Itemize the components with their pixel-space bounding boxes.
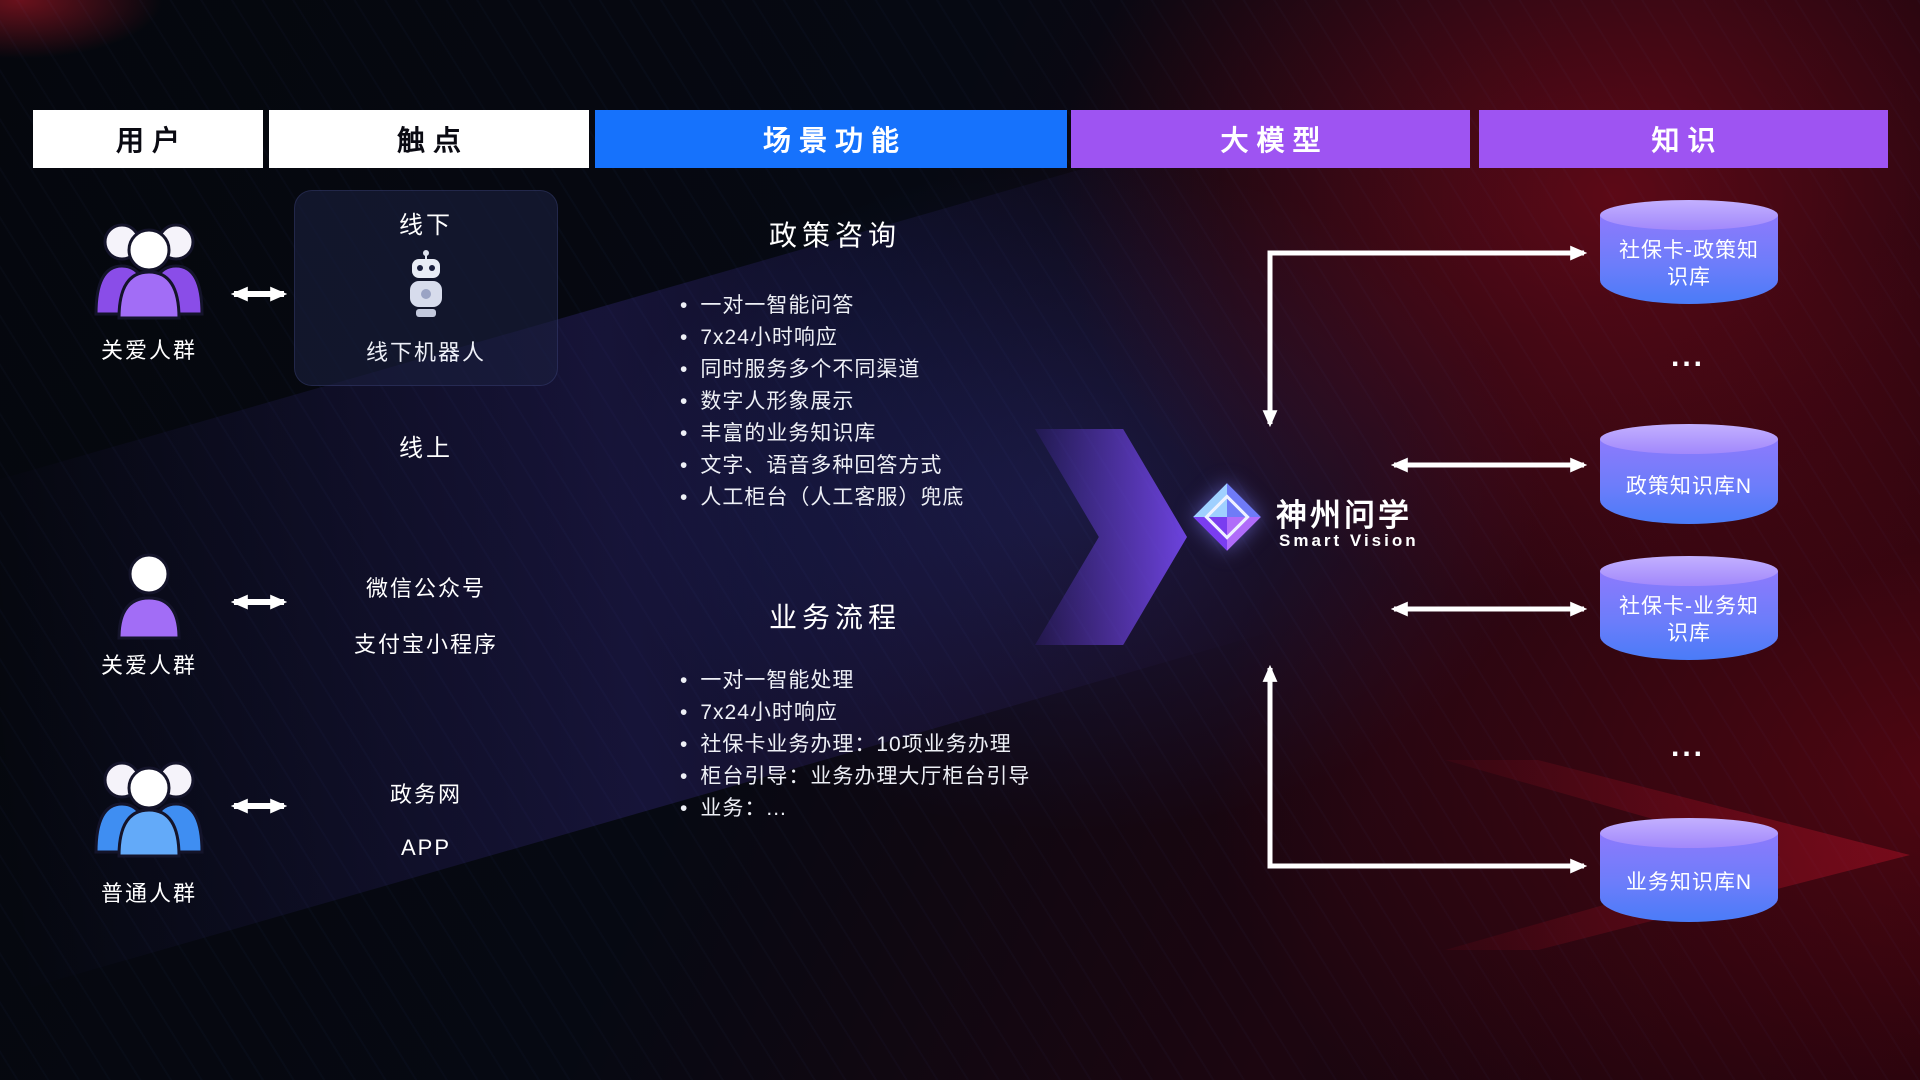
header-touchpoints: 触点: [269, 110, 589, 168]
scenario-item: 数字人形象展示: [680, 386, 1110, 418]
touchpoint-app: APP: [400, 835, 452, 860]
scenario-item: 一对一智能问答: [680, 290, 1110, 322]
user-label-2: 关爱人群: [100, 653, 197, 678]
scenario-item: 人工柜台（人工客服）兜底: [680, 482, 1110, 514]
smart-vision-logo-icon: [1190, 480, 1264, 554]
user-person-purple-icon: [114, 548, 184, 645]
knowledge-db-business-n: 业务知识库N: [1600, 818, 1778, 922]
model-name: 神州问学: [1276, 498, 1412, 533]
scenario-list-business: 一对一智能处理 7x24小时响应 社保卡业务办理：10项业务办理 柜台引导：业务…: [680, 665, 1110, 825]
touchpoint-gov-web: 政务网: [389, 782, 462, 807]
scenario-item: 柜台引导：业务办理大厅柜台引导: [680, 761, 1110, 793]
model-to-db1-elbow-arrow: [1262, 245, 1588, 428]
ellipsis-business: ...: [1670, 730, 1705, 763]
user-label-3: 普通人群: [100, 881, 197, 906]
header-scenarios: 场景功能: [595, 110, 1067, 168]
scenario-item: 社保卡业务办理：10项业务办理: [680, 729, 1110, 761]
scenario-title-policy: 政策咨询: [768, 220, 901, 251]
offline-robot-label: 线下机器人: [365, 340, 486, 365]
knowledge-db-business-ss-card: 社保卡-业务知识库: [1600, 556, 1778, 660]
scenario-item: 同时服务多个不同渠道: [680, 354, 1110, 386]
knowledge-db-label: 社保卡-业务知识库: [1619, 595, 1759, 645]
robot-icon: [403, 249, 449, 326]
scenario-item: 7x24小时响应: [680, 322, 1110, 354]
knowledge-db-label: 政策知识库N: [1625, 474, 1753, 498]
touchpoint-alipay: 支付宝小程序: [353, 632, 498, 657]
user-group-blue-icon: [84, 748, 214, 863]
offline-robot-card: 线下 线下机器人: [294, 190, 558, 386]
cylinder-top: [1600, 424, 1778, 454]
scenario-list-policy: 一对一智能问答 7x24小时响应 同时服务多个不同渠道 数字人形象展示 丰富的业…: [680, 290, 1110, 514]
knowledge-db-policy-n: 政策知识库N: [1600, 424, 1778, 524]
online-title: 线上: [399, 435, 453, 462]
cylinder-top: [1600, 556, 1778, 586]
scenario-item: 业务：...: [680, 793, 1110, 825]
knowledge-db-label: 业务知识库N: [1625, 870, 1753, 894]
scenario-title-business: 业务流程: [768, 602, 901, 633]
cylinder-top: [1600, 200, 1778, 230]
knowledge-db-label: 社保卡-政策知识库: [1619, 239, 1759, 289]
header-users: 用户: [33, 110, 263, 168]
user-group-purple-icon: [84, 210, 214, 325]
offline-title: 线下: [399, 212, 453, 239]
header-knowledge: 知识: [1479, 110, 1888, 168]
flow-arrow: [1035, 429, 1187, 645]
scenario-item: 一对一智能处理: [680, 665, 1110, 697]
scenario-item: 丰富的业务知识库: [680, 418, 1110, 450]
header-model: 大模型: [1071, 110, 1470, 168]
ellipsis-policy: ...: [1670, 340, 1705, 373]
scenario-item: 7x24小时响应: [680, 697, 1110, 729]
user-label-1: 关爱人群: [100, 338, 197, 363]
knowledge-db-policy-ss-card: 社保卡-政策知识库: [1600, 200, 1778, 304]
model-subtitle: Smart Vision: [1279, 531, 1419, 550]
scenario-item: 文字、语音多种回答方式: [680, 450, 1110, 482]
cylinder-top: [1600, 818, 1778, 848]
touchpoint-wechat: 微信公众号: [365, 576, 486, 601]
